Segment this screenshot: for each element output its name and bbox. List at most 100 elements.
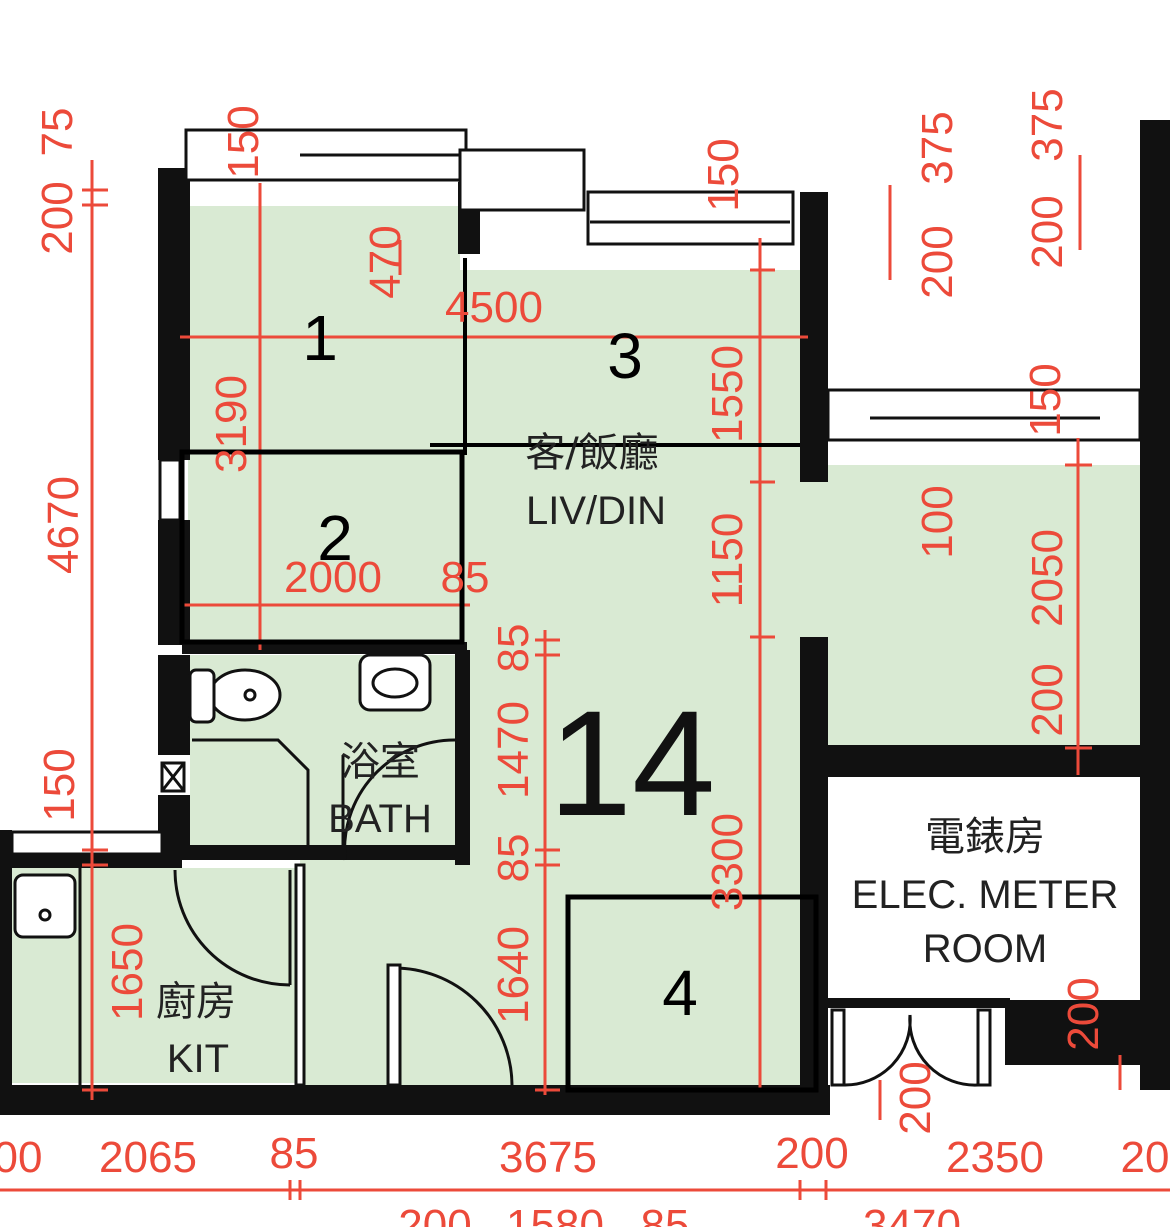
zone-number-4: 4: [662, 957, 698, 1029]
sink-drain: [38, 908, 52, 922]
dim-label: 4500: [445, 283, 543, 332]
dim-label: 85: [641, 1201, 690, 1227]
toilet-tank-icon: [188, 668, 216, 724]
zone-number-2: 2: [317, 502, 353, 574]
dimension-lines: [0, 155, 1170, 1200]
window-kitchen: [10, 830, 164, 856]
room-label-meter-en2: ROOM: [923, 927, 1047, 971]
dim-label: 85: [441, 553, 490, 602]
dim-label: 200: [1023, 195, 1072, 268]
floor-bedroom: [188, 206, 460, 646]
basin-bowl: [371, 667, 419, 699]
window-right: [826, 388, 1142, 442]
dimension-labels-horizontal: 4500 2000 85 00 2065 85 3675 200 2350 20…: [0, 283, 1169, 1227]
dim-label: 1580: [506, 1201, 604, 1227]
dim-label: 150: [1021, 363, 1070, 436]
room-labels: 客/飯廳 LIV/DIN 浴室 BATH 廚房 KIT 電錶房 ELEC. ME…: [156, 430, 1118, 1081]
dim-label: 2350: [946, 1133, 1044, 1182]
dim-label: 470: [361, 225, 410, 298]
sink-icon: [13, 873, 77, 939]
dim-label: 100: [913, 485, 962, 558]
dim-label: 2050: [1023, 529, 1072, 627]
dim-label: 375: [913, 111, 962, 184]
dim-label: 200: [891, 1061, 940, 1134]
dim-label: 1640: [489, 926, 538, 1024]
dim-label: 200: [775, 1129, 848, 1178]
dimension-labels-vertical: 200 75 4670 150 150 470 3190 150 1550 11…: [33, 88, 1108, 1134]
room-label-bath-cn: 浴室: [340, 739, 420, 785]
wall: [182, 642, 467, 654]
window-side: [158, 458, 182, 522]
meter-door-left: [830, 1008, 846, 1087]
wall: [1140, 120, 1170, 1090]
meter-door-right: [976, 1008, 992, 1087]
bath-fixtures: [188, 653, 456, 861]
kitchen-fixtures: [13, 863, 514, 1087]
dim-label: 85: [489, 834, 538, 883]
room-label-bath-en: BATH: [328, 797, 432, 841]
dim-label: 3300: [703, 813, 752, 911]
dim-label: 75: [33, 108, 82, 157]
dim-label: 1550: [703, 345, 752, 443]
dim-label: 4670: [39, 476, 88, 574]
entry-door-swing: [391, 966, 514, 1086]
dim-label: 3675: [499, 1133, 597, 1182]
wall: [828, 998, 1010, 1008]
window-frame: [458, 148, 586, 212]
floor-alcove: [800, 465, 1145, 747]
dim-label: 3190: [207, 375, 256, 473]
dim-label: 200: [1023, 663, 1072, 736]
room-label-meter-en1: ELEC. METER: [852, 873, 1119, 917]
dim-label: 200: [398, 1201, 471, 1227]
dim-label: 2065: [99, 1133, 197, 1182]
entry-door: [386, 963, 402, 1087]
zone-number-3: 3: [607, 320, 643, 392]
shower-outline: [192, 738, 310, 845]
dim-label: 00: [0, 1133, 42, 1182]
floor-living: [460, 270, 800, 1100]
dim-label: 150: [35, 748, 84, 821]
dim-label: 200: [33, 181, 82, 254]
wall: [1005, 1000, 1145, 1065]
walls: [0, 120, 1170, 1115]
dim-label: 150: [219, 105, 268, 178]
partition: [294, 863, 306, 1087]
zone-number-14: 14: [549, 679, 716, 847]
vent-cross: [160, 762, 186, 792]
zone-numbers: 1 2 3 4 14: [302, 302, 715, 1029]
floor-corridor: [300, 860, 460, 1100]
meter-door-swing: [908, 1014, 979, 1087]
window-top-mid: [586, 190, 795, 246]
dim-label: 1470: [489, 701, 538, 799]
dim-label: 200: [1059, 977, 1108, 1050]
wall: [828, 745, 1148, 777]
dim-label: 1650: [103, 923, 152, 1021]
dim-label: 85: [489, 624, 538, 673]
dim-label: 2000: [284, 553, 382, 602]
windows: [10, 128, 1142, 856]
wall: [0, 830, 12, 1090]
zone-number-1: 1: [302, 302, 338, 374]
dim-label: 3470: [863, 1201, 961, 1227]
dim-label: 200: [913, 225, 962, 298]
dim-label: 1150: [703, 513, 752, 608]
room-label-meter-cn: 電錶房: [925, 814, 1045, 860]
wall: [158, 168, 186, 206]
dim-label: 150: [699, 138, 748, 211]
zone-annotations: [179, 258, 819, 1093]
room-label-kitchen-en: KIT: [167, 1037, 229, 1081]
zone-box-4: [565, 894, 819, 1093]
room-label-living-en: LIV/DIN: [526, 489, 666, 533]
wall: [190, 845, 460, 860]
wall: [158, 520, 190, 645]
bath-door-swing: [343, 738, 456, 861]
room-label-living-cn: 客/飯廳: [525, 430, 658, 476]
dim-label: 375: [1023, 88, 1072, 161]
dim-label: 85: [270, 1129, 319, 1178]
zone-box-2: [179, 449, 465, 645]
room-label-kitchen-cn: 廚房: [156, 979, 236, 1025]
wall: [455, 650, 470, 865]
meter-doors: [830, 1008, 992, 1087]
dim-label: 20: [1121, 1133, 1170, 1182]
